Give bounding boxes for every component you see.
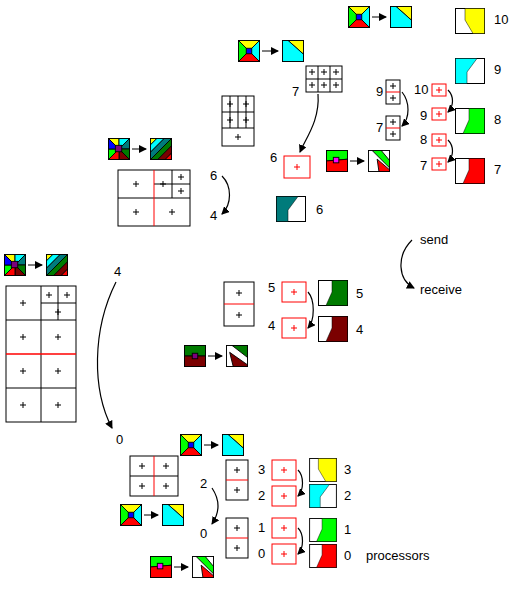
rank-number: 7 (292, 84, 299, 99)
processor-number: 8 (494, 112, 501, 127)
before-after-icons (4, 6, 412, 578)
rank-number: 6 (270, 150, 277, 165)
rank-number: 4 (268, 318, 275, 333)
rank-number: 8 (420, 132, 427, 147)
rank-number: 10 (414, 82, 428, 97)
rank-number: 9 (376, 84, 383, 99)
processor-number: 2 (344, 488, 351, 503)
rank-number: 5 (268, 280, 275, 295)
rank-number: 7 (420, 158, 427, 173)
rank-number: 9 (420, 108, 427, 123)
rank-number: 6 (210, 168, 217, 183)
rank-number: 0 (200, 526, 207, 541)
legend-text: receive (420, 282, 462, 297)
rank-number: 2 (200, 476, 207, 491)
rank-number: 0 (258, 546, 265, 561)
processor-number: 10 (494, 12, 508, 27)
processor-number: 7 (494, 162, 501, 177)
send-receive-arrows (97, 90, 452, 554)
rank-number: 2 (258, 488, 265, 503)
axis-caption: processors (366, 548, 430, 563)
rank-number: 7 (376, 120, 383, 135)
subdomain-grids (6, 66, 446, 564)
processor-number: 1 (344, 522, 351, 537)
rank-number: 0 (116, 432, 123, 447)
processor-number: 0 (344, 548, 351, 563)
rank-number: 3 (258, 462, 265, 477)
processor-number: 3 (344, 462, 351, 477)
processor-number: 6 (316, 202, 323, 217)
legend-text: send (420, 232, 448, 247)
rank-number: 4 (210, 208, 217, 223)
rank-number: 1 (258, 520, 265, 535)
processor-number: 5 (356, 286, 363, 301)
rank-number: 4 (114, 264, 121, 279)
processor-number: 4 (356, 322, 363, 337)
processor-tiles (277, 9, 485, 568)
processor-number: 9 (494, 62, 501, 77)
